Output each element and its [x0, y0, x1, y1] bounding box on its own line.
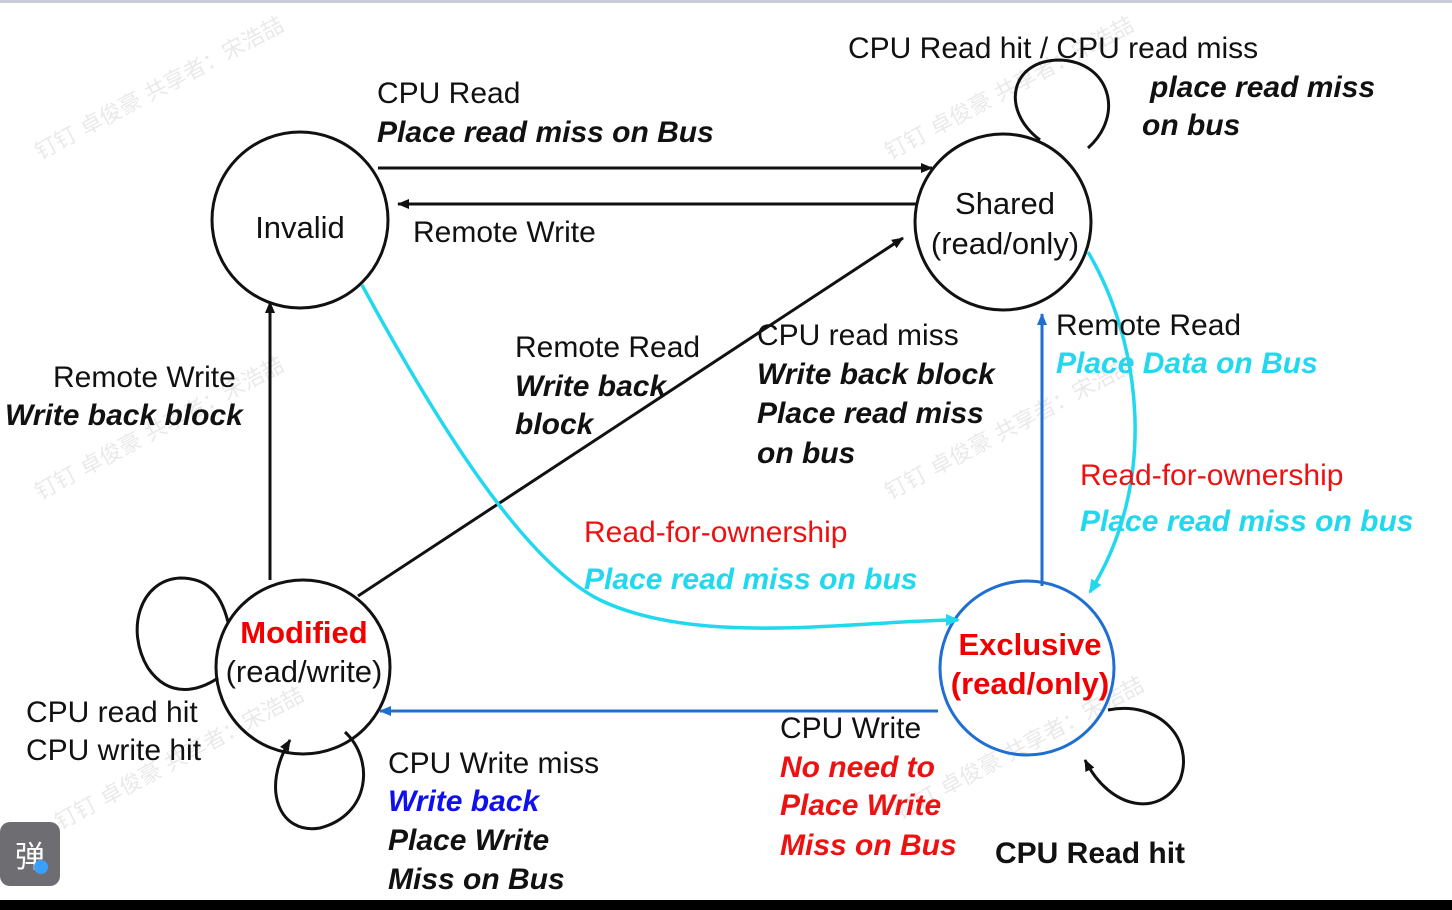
label-shared-to-exclusive-action: Place read miss on bus [1080, 505, 1413, 538]
label-modified-self-write-hit: CPU write hit [26, 734, 202, 767]
loop-modified-write-miss [274, 730, 366, 831]
label-write-miss-action-3: Miss on Bus [388, 863, 565, 896]
label-exclusive-self: CPU Read hit [995, 837, 1185, 870]
label-exclusive-to-shared-action: Place Data on Bus [1056, 347, 1318, 380]
label-exclusive-to-modified-action: No need to [780, 751, 935, 784]
label-shared-self-action: place read miss [1149, 71, 1375, 104]
label-modified-to-invalid-event: Remote Write [53, 361, 236, 394]
label-modified-to-shared-event: Remote Read [515, 331, 700, 364]
label-write-miss-action-2: Place Write [388, 824, 549, 857]
state-modified-label: Modified [240, 615, 367, 650]
label-invalid-to-exclusive-event: Read-for-ownership [584, 516, 847, 549]
state-shared-circle [913, 132, 1093, 312]
label-exclusive-to-modified-action-3: Miss on Bus [780, 829, 957, 862]
check-icon [34, 860, 48, 874]
label-cpu-read-miss-event: CPU read miss [757, 319, 959, 352]
label-write-miss-event: CPU Write miss [388, 747, 599, 780]
state-modified-circle [214, 578, 392, 756]
label-write-miss-action: Write back [388, 785, 540, 818]
label-cpu-read-miss-action-3: on bus [757, 437, 855, 470]
state-invalid-label: Invalid [255, 210, 345, 245]
watermark-text: 钉钉 卓俊豪 共享者：宋浩喆 [31, 13, 288, 166]
state-shared-sublabel: (read/only) [931, 226, 1079, 261]
window-bottom-strip [0, 900, 1452, 910]
label-modified-self-read-hit: CPU read hit [26, 696, 198, 729]
label-shared-to-exclusive-event: Read-for-ownership [1080, 459, 1343, 492]
state-shared-label: Shared [955, 186, 1055, 221]
loop-shared-self [1013, 58, 1111, 150]
label-shared-to-invalid: Remote Write [413, 216, 596, 249]
state-exclusive-sublabel: (read/only) [951, 666, 1109, 701]
state-exclusive-label: Exclusive [958, 627, 1101, 662]
label-modified-to-invalid-action: Write back block [5, 399, 244, 432]
label-exclusive-to-shared-event: Remote Read [1056, 309, 1241, 342]
label-invalid-to-shared-event: CPU Read [377, 77, 520, 110]
danmu-toggle-button[interactable]: 弹 [0, 822, 60, 886]
arrow-invalid-to-exclusive [360, 284, 960, 630]
state-invalid-circle [210, 130, 390, 310]
label-shared-self-action-2: on bus [1142, 109, 1240, 142]
arrow-modified-to-shared [357, 236, 904, 598]
state-exclusive-circle [938, 579, 1116, 757]
label-invalid-to-shared-action: Place read miss on Bus [377, 116, 714, 149]
label-modified-to-shared-action-2: block [515, 408, 595, 441]
window-top-strip [0, 0, 1452, 3]
state-modified-sublabel: (read/write) [226, 654, 383, 689]
label-shared-self-event: CPU Read hit / CPU read miss [848, 32, 1258, 65]
arrow-shared-to-exclusive [1086, 251, 1137, 594]
label-cpu-read-miss-action-2: Place read miss [757, 397, 984, 430]
label-modified-to-shared-action: Write back [515, 370, 667, 403]
label-exclusive-to-modified-action-2: Place Write [780, 789, 941, 822]
loop-exclusive-read-hit [1083, 707, 1185, 806]
label-cpu-read-miss-action: Write back block [757, 358, 996, 391]
label-invalid-to-exclusive-action: Place read miss on bus [584, 563, 917, 596]
label-exclusive-to-modified-event: CPU Write [780, 712, 921, 745]
loop-modified-read-write-hit [135, 576, 230, 691]
